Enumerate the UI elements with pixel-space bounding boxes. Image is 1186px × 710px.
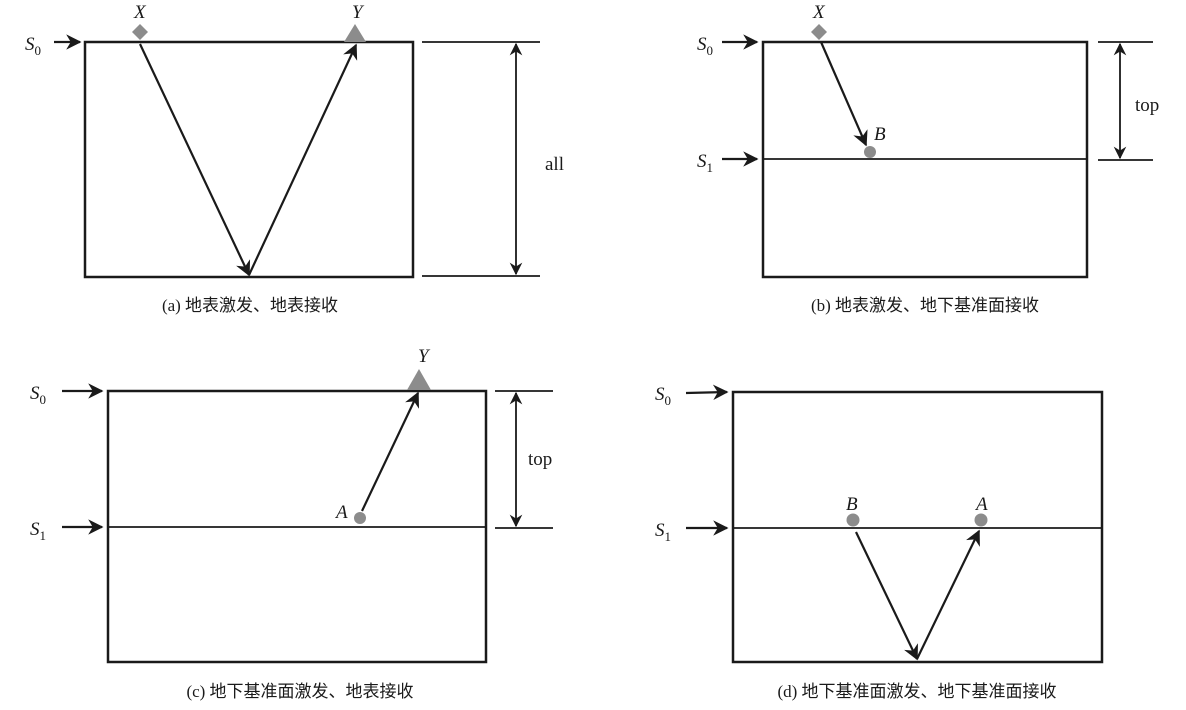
point-a-label: A (974, 494, 988, 515)
point-x-label: X (812, 2, 826, 23)
down-ray (139, 43, 251, 277)
dimension-top-label: top (528, 449, 552, 470)
up-ray (248, 43, 358, 276)
point-b-dot (864, 146, 876, 158)
dimension-all-label: all (545, 154, 564, 175)
s0-label: S0 (655, 384, 671, 408)
point-b-label: B (874, 124, 886, 145)
receiver-triangle-icon (344, 24, 366, 42)
point-y-label: Y (418, 346, 431, 367)
source-diamond-icon (132, 24, 148, 40)
caption-d: (d) 地下基准面激发、地下基准面接收 (777, 682, 1056, 701)
point-a-dot (354, 512, 366, 524)
s1-label: S1 (655, 520, 671, 544)
s0-label: S0 (30, 383, 46, 407)
panel-d: S0 S1 B A (d) 地下基准面激发、地下基准面接收 (655, 384, 1104, 701)
s0-arrow (685, 384, 729, 401)
point-a-dot (974, 513, 988, 527)
panel-a: S0 X Y all (a) 地表激发、地表接收 (25, 2, 564, 315)
point-b-dot (846, 513, 860, 527)
up-ray (916, 529, 980, 660)
point-a-label: A (334, 502, 348, 523)
model-box (83, 40, 415, 279)
panel-c: S0 S1 Y A top (c) 地下基准面激发、地表接收 (30, 346, 553, 701)
model-box (731, 390, 1104, 664)
panel-b: S0 S1 X B top (b) 地表激发、地下基准面接收 (697, 2, 1159, 315)
dimension-top-label: top (1135, 95, 1159, 116)
up-ray (361, 391, 420, 512)
down-ray (855, 531, 918, 661)
receiver-triangle-icon (407, 369, 431, 390)
caption-b: (b) 地表激发、地下基准面接收 (811, 296, 1039, 315)
source-diamond-icon (811, 24, 827, 40)
s0-label: S0 (697, 34, 713, 58)
point-x-label: X (133, 2, 147, 23)
caption-a: (a) 地表激发、地表接收 (162, 296, 338, 315)
point-b-label: B (846, 494, 858, 515)
down-ray (819, 41, 868, 147)
caption-c: (c) 地下基准面激发、地表接收 (186, 682, 413, 701)
s1-label: S1 (30, 519, 46, 543)
s0-label: S0 (25, 34, 41, 58)
s1-label: S1 (697, 151, 713, 175)
point-y-label: Y (352, 2, 365, 23)
